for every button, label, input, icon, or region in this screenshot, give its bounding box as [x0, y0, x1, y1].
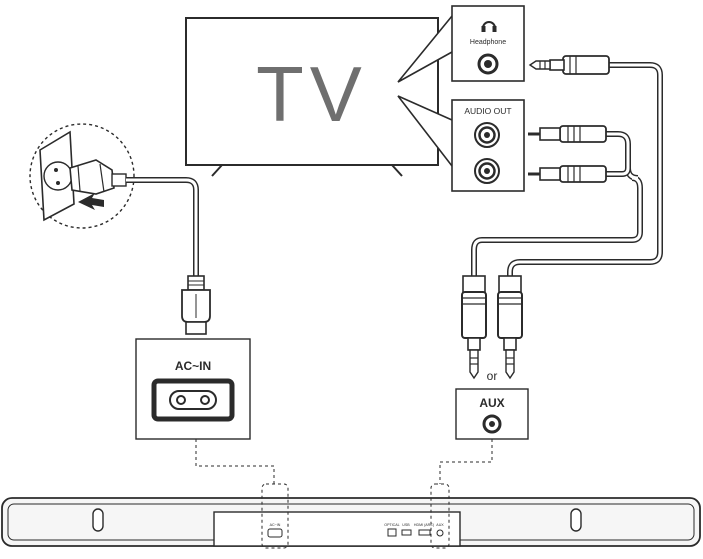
or-label: or: [487, 369, 498, 383]
aux-plug-right: [497, 275, 523, 380]
tv-leg-left: [211, 164, 223, 177]
port-usb: [401, 529, 412, 536]
headphone-cable: [507, 55, 663, 290]
rca-plug-top: [528, 125, 607, 143]
mount-hole-left: [92, 508, 104, 532]
headphone-icon: [481, 21, 497, 32]
soundbar: AC~IN OPTICAL USB HDMI (ARC) AUX: [1, 483, 701, 549]
tv-label: TV: [256, 50, 368, 138]
callout-headphone-pointer: [397, 15, 453, 83]
figure8-plug: [181, 275, 211, 335]
rca-jack-left: [474, 122, 500, 148]
aux-label: AUX: [479, 396, 504, 410]
port-recess: [213, 511, 461, 547]
aux-plug-left: [461, 275, 487, 380]
port-optical: [387, 528, 397, 537]
rca-plug-bottom: [528, 165, 607, 183]
port-aux: [436, 529, 444, 537]
callout-audio-out-pointer: [397, 95, 453, 167]
aux-panel: AUX: [455, 388, 529, 440]
ac-in-port-highlight: [261, 483, 289, 549]
tv: TV: [185, 15, 453, 177]
ac-in-label: AC~IN: [175, 359, 211, 373]
port-ac-in: [267, 528, 283, 538]
port-label-hdmi: HDMI (ARC): [414, 523, 434, 527]
port-label-aux: AUX: [436, 523, 444, 527]
wall-outlet-detail: [29, 123, 135, 229]
mini-jack-plug-top: [528, 55, 610, 75]
port-label-ac-in: AC~IN: [270, 523, 281, 527]
aux-port-highlight: [430, 483, 450, 549]
insert-arrow-icon: [78, 193, 104, 210]
headphone-label: Headphone: [470, 39, 506, 46]
audio-out-label: AUDIO OUT: [464, 106, 511, 116]
rca-cable: [471, 125, 643, 290]
power-cable: [126, 177, 211, 335]
port-label-optical: OPTICAL: [384, 523, 399, 527]
leader-lines: [195, 439, 493, 484]
port-hdmi: [418, 529, 431, 536]
headphone-panel: Headphone: [451, 5, 525, 82]
tv-leg-right: [391, 164, 403, 177]
ac-in-panel: AC~IN: [135, 338, 251, 440]
audio-out-panel: AUDIO OUT: [451, 99, 525, 192]
mount-hole-right: [570, 508, 582, 532]
port-label-usb: USB: [402, 523, 410, 527]
rca-jack-right: [474, 158, 500, 184]
power-plug: [69, 159, 127, 195]
tv-screen: [185, 17, 439, 166]
